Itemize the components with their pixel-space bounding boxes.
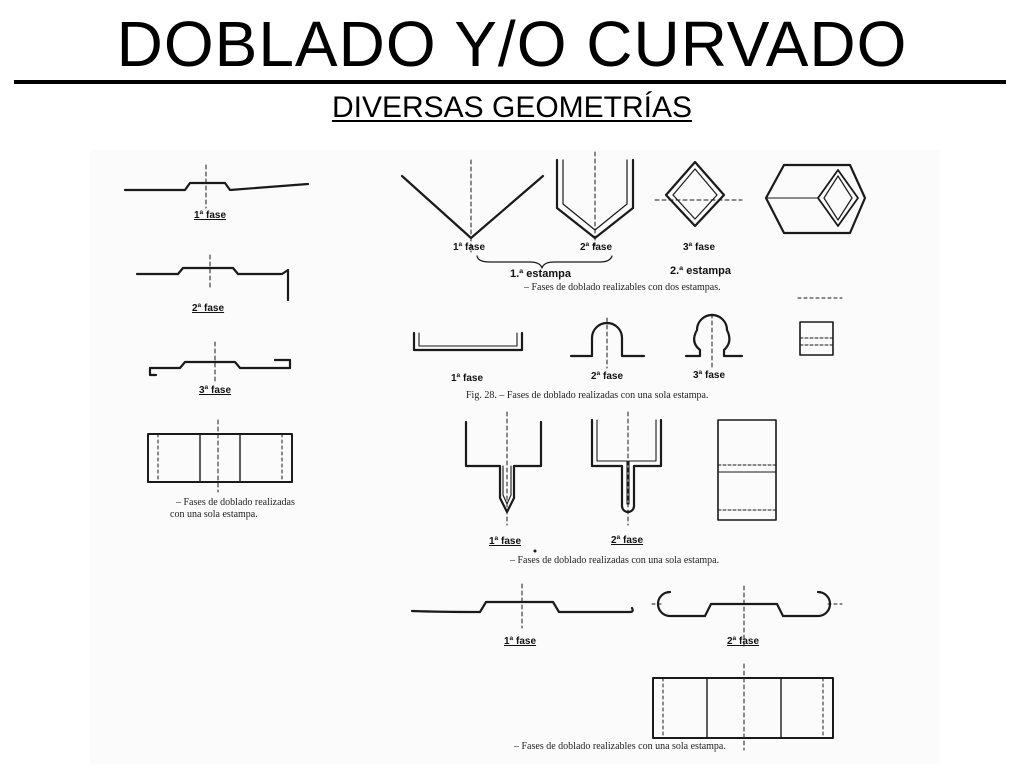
curl-phase2-label: 2ª fase	[727, 636, 760, 647]
fork-phase1	[464, 411, 543, 526]
v-phase1-label: 1ª fase	[453, 242, 486, 253]
title-divider	[14, 80, 1006, 84]
omega-phase3	[684, 313, 744, 371]
fork-phase2-label: 2ª fase	[611, 535, 644, 546]
v-bend-caption: – Fases de doblado realizables con dos e…	[524, 282, 721, 293]
left-phase3-label: 3ª fase	[199, 385, 232, 396]
left-phase2-label: 2ª fase	[192, 303, 225, 314]
omega-blank	[799, 321, 834, 356]
curl-caption: – Fases de doblado realizables con una s…	[514, 741, 726, 752]
omega-phase2	[569, 317, 646, 369]
fork-phase2	[590, 411, 663, 526]
left-phase3-profile	[148, 341, 292, 383]
left-caption-line2: con una sola estampa.	[170, 509, 258, 520]
v-phase3-label: 3ª fase	[683, 242, 716, 253]
fork-phase1-label: 1ª fase	[489, 536, 522, 547]
subtitle-text: DIVERSAS GEOMETRÍAS	[331, 91, 693, 124]
scanned-figure-area	[90, 150, 940, 764]
left-flat-blank	[147, 419, 293, 493]
scan-speck	[533, 549, 537, 553]
omega-phase3-label: 3ª fase	[693, 370, 726, 381]
v-bend-phase3	[654, 160, 743, 228]
v-stamp1-label: 1.ª estampa	[510, 268, 571, 280]
omega-phase2-label: 2ª fase	[591, 371, 624, 382]
page-title: DOBLADO Y/O CURVADO	[116, 8, 908, 80]
left-caption-line1: – Fases de doblado realizadas	[176, 497, 295, 508]
fork-caption: – Fases de doblado realizadas con una so…	[510, 555, 720, 566]
v-bend-phase2	[555, 151, 635, 247]
v-bend-phase1	[400, 159, 545, 253]
v-bend-stamp-bracket	[476, 255, 613, 269]
curl-phase1-label: 1ª fase	[504, 636, 537, 647]
omega-phase1-label: 1ª fase	[451, 373, 484, 384]
page-subtitle: DIVERSAS GEOMETRÍAS	[0, 90, 1024, 126]
curl-phase2	[651, 585, 843, 649]
v-phase2-label: 2ª fase	[580, 242, 613, 253]
omega-phase1	[412, 331, 524, 352]
curl-phase1	[410, 583, 634, 629]
v-bend-tube-isometric	[764, 163, 867, 235]
v-stamp2-label: 2.ª estampa	[670, 265, 731, 277]
omega-caption: Fig. 28. – Fases de doblado realizadas c…	[466, 390, 709, 401]
left-phase1-label: 1ª fase	[194, 210, 227, 221]
left-phase2-profile	[135, 254, 290, 302]
curl-blank	[652, 663, 834, 751]
fork-blank	[717, 419, 777, 521]
left-phase1-profile	[123, 164, 310, 209]
